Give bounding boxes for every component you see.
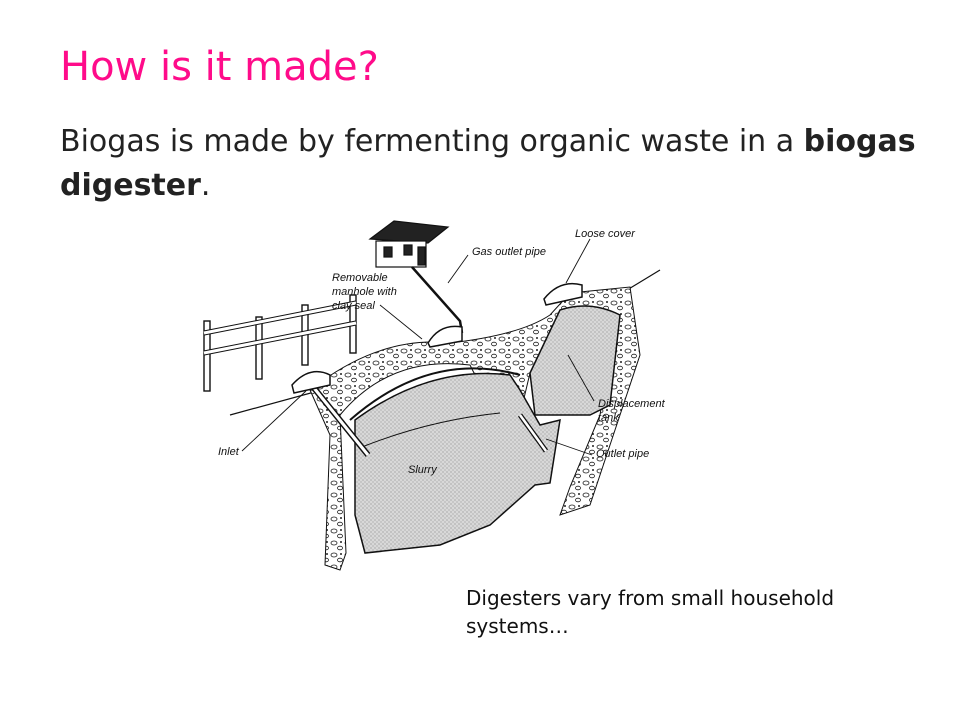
label-outlet-pipe: Outlet pipe <box>596 448 649 460</box>
label-manhole-line2: manhole with <box>332 286 397 298</box>
slide-body: Biogas is made by fermenting organic was… <box>60 120 940 208</box>
house-icon <box>368 220 450 268</box>
leader-displacement <box>567 354 595 402</box>
label-manhole-line1: Removable <box>332 272 388 284</box>
slurry-surface <box>361 412 501 448</box>
slide-title: How is it made? <box>60 44 379 90</box>
leader-inlet <box>241 390 307 452</box>
gas-pipe <box>411 266 464 334</box>
label-displacement-line2: tank <box>598 412 619 424</box>
fence-icon <box>203 294 357 392</box>
leader-outlet <box>545 438 593 456</box>
label-slurry: Slurry <box>408 464 438 476</box>
leader-gas-outlet <box>447 254 469 284</box>
label-loose-cover: Loose cover <box>575 228 636 240</box>
body-text-suffix: . <box>200 168 211 203</box>
label-displacement-line1: Displacement <box>598 398 666 410</box>
label-manhole-line3: clay seal <box>332 300 375 312</box>
caption-line-1: Digesters vary from small household <box>466 586 835 610</box>
leader-manhole <box>379 304 423 340</box>
gravel-fill <box>309 286 641 571</box>
slurry-tank <box>354 372 561 554</box>
caption-line-2: systems… <box>466 614 569 638</box>
body-text-prefix: Biogas is made by fermenting organic was… <box>60 124 804 159</box>
label-inlet: Inlet <box>218 446 240 458</box>
digester-dome <box>349 367 521 421</box>
manhole <box>427 325 463 348</box>
caption: Digesters vary from small household syst… <box>466 584 936 640</box>
loose-cover <box>543 282 583 306</box>
leader-loose-cover <box>565 238 591 284</box>
inlet-cover <box>291 370 331 394</box>
body-text-emphasis: biogas digester <box>60 124 916 203</box>
displacement-tank <box>529 305 621 416</box>
biogas-digester-diagram: Gas outlet pipe Loose cover Removable ma… <box>203 220 666 571</box>
label-gas-outlet-pipe: Gas outlet pipe <box>472 246 546 258</box>
